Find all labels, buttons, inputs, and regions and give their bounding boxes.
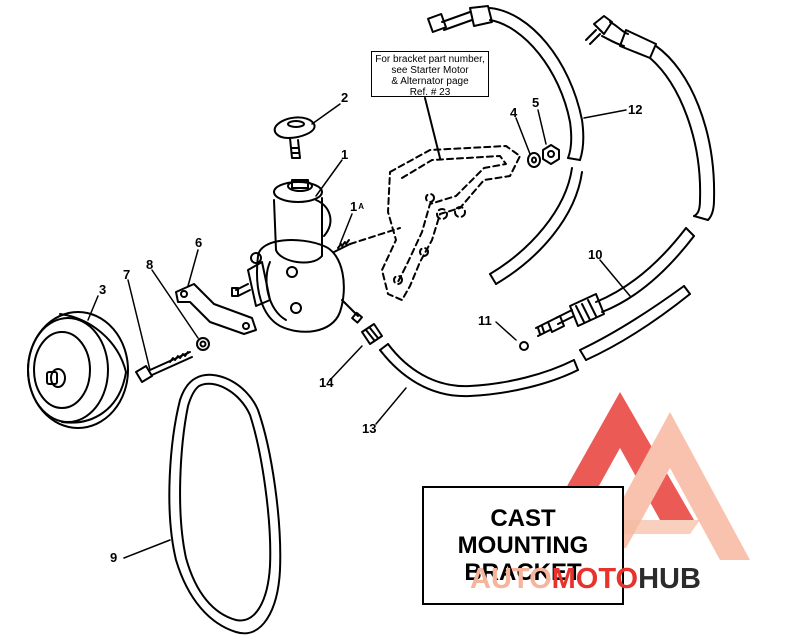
note-line-1: For bracket part number, <box>375 54 485 65</box>
power-steering-pump <box>231 179 363 333</box>
callout-8: 8 <box>146 257 154 272</box>
filler-cap <box>273 116 316 159</box>
callout-14: 14 <box>319 375 334 390</box>
note-leader <box>424 97 441 159</box>
diagram-title-box: CAST MOUNTING BRACKET <box>422 486 624 605</box>
hose-washer <box>527 152 541 168</box>
pressure-hose-right <box>585 15 716 221</box>
support-brace <box>175 283 257 335</box>
callout-11: 11 <box>478 313 492 328</box>
return-hose-lower <box>379 285 691 398</box>
hose-fitting <box>361 323 383 345</box>
watermark-hub: HUB <box>638 563 701 595</box>
mounting-bracket-phantom <box>349 145 521 301</box>
return-hose <box>535 227 695 337</box>
callout-9: 9 <box>110 550 118 565</box>
callout-13: 13 <box>362 421 377 436</box>
callout-2: 2 <box>341 90 349 105</box>
bracket-note: For bracket part number, see Starter Mot… <box>371 51 489 98</box>
hose-nut <box>542 144 560 165</box>
callout-7: 7 <box>123 267 131 282</box>
watermark-auto: AUTO <box>470 563 552 595</box>
washer <box>196 337 210 351</box>
title-line-1: CAST <box>490 505 556 532</box>
callout-5: 5 <box>532 95 540 110</box>
callout-12: 12 <box>628 102 643 117</box>
title-line-3: BRACKET <box>464 559 582 586</box>
callout-4: 4 <box>510 105 518 120</box>
o-ring <box>519 341 529 351</box>
watermark-moto: MOTO <box>551 563 639 595</box>
bolt <box>135 351 193 383</box>
note-line-2: see Starter Motor <box>391 65 469 76</box>
note-line-4: Ref. # 23 <box>409 87 451 98</box>
callout-leaders <box>87 103 631 559</box>
drive-belt <box>168 373 282 635</box>
note-line-3: & Alternator page <box>391 76 469 87</box>
title-line-2: MOUNTING <box>457 532 589 559</box>
callout-1a: 1A <box>350 200 364 214</box>
watermark-text: AUTOMOTOHUB <box>470 563 701 595</box>
callout-1: 1 <box>341 147 349 162</box>
callout-1a-number: 1 <box>350 199 358 214</box>
callout-3: 3 <box>99 282 107 297</box>
callout-6: 6 <box>195 235 203 250</box>
callout-10: 10 <box>588 247 603 262</box>
callout-1a-suffix: A <box>358 202 365 211</box>
pressure-hose-upper <box>427 5 585 285</box>
pulley <box>27 311 129 429</box>
